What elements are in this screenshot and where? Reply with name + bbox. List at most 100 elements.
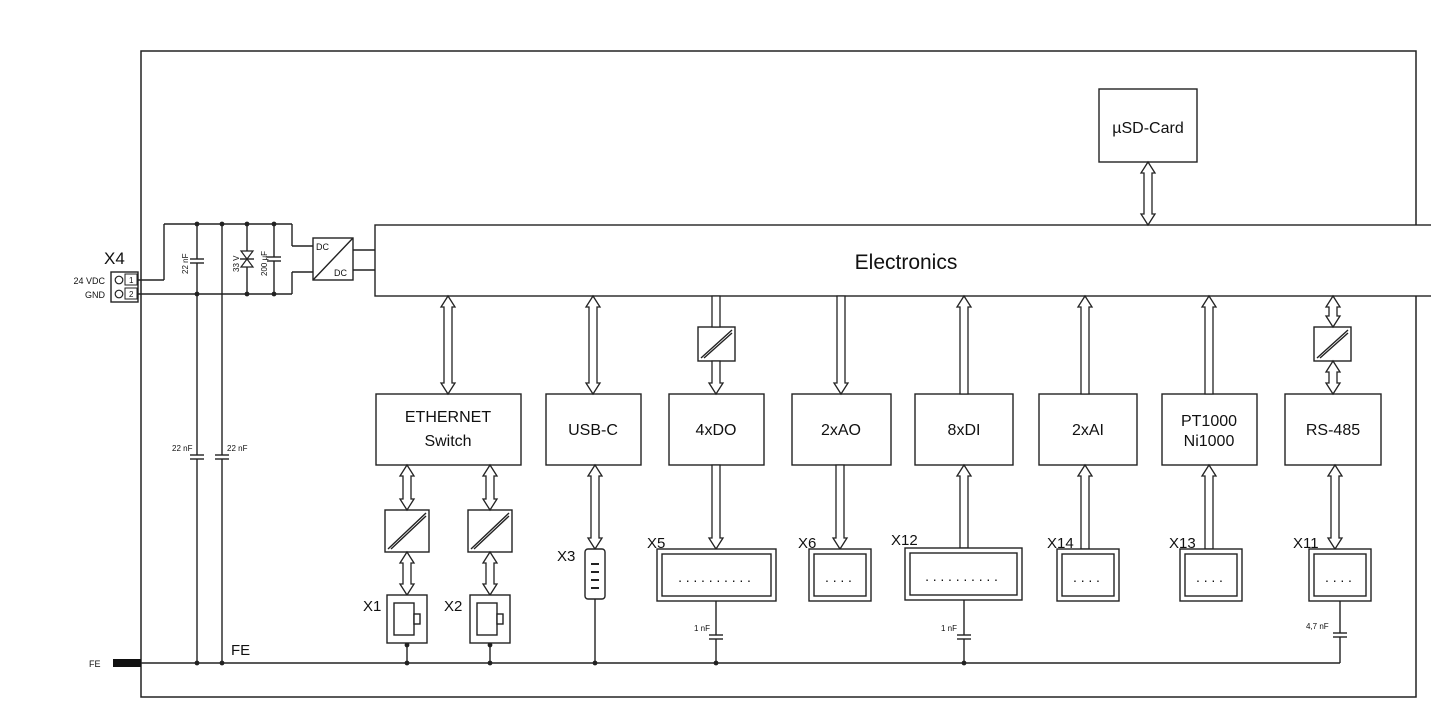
x12-label: X12 xyxy=(891,532,918,549)
isolator-rs485 xyxy=(1313,326,1352,362)
x5-label: X5 xyxy=(647,535,665,552)
tvs-diode-upper xyxy=(239,250,255,260)
ethernet-label-line2: Switch xyxy=(424,433,471,450)
x4-pin-1-signal: 24 VDC xyxy=(73,276,105,286)
isolator-x2 xyxy=(467,509,513,553)
connector-x14: X14 ···· xyxy=(1047,535,1120,602)
connector-x1: X1 xyxy=(363,594,428,663)
connector-x4: X4 1 2 24 VDC GND xyxy=(73,249,139,303)
x13-pins: ···· xyxy=(1196,572,1227,588)
arrow-electronics-do-isolator xyxy=(711,295,721,328)
input-filter: 22 nF 33 V 200 µF 22 nF 22 nF xyxy=(138,221,313,663)
do-label: 4xDO xyxy=(696,422,737,439)
x6-pins: ···· xyxy=(825,572,856,588)
x6-label: X6 xyxy=(798,535,816,552)
arrow-rs485-isolator-rs485 xyxy=(1324,359,1342,396)
module-2xao: 2xAO xyxy=(791,393,892,466)
fe-inner-label: FE xyxy=(231,642,250,659)
ao-label: 2xAO xyxy=(821,422,861,439)
x11-capacitor-label: 4,7 nF xyxy=(1306,622,1329,631)
arrow-electronics-ao xyxy=(832,295,850,396)
electronics-label: Electronics xyxy=(855,251,958,274)
di-label: 8xDI xyxy=(948,422,981,439)
sd-card-block: µSD-Card xyxy=(1098,88,1198,163)
isolator-do xyxy=(697,326,736,362)
x11-label: X11 xyxy=(1293,535,1319,552)
x14-pins: ···· xyxy=(1073,572,1104,588)
fe-outer-label: FE xyxy=(89,659,101,669)
usb-label: USB-C xyxy=(568,422,618,439)
fe-cap-2-label: 22 nF xyxy=(227,444,248,453)
module-ethernet-switch: ETHERNET Switch xyxy=(375,393,522,466)
filter-cap-1-label: 22 nF xyxy=(181,253,190,274)
arrow-electronics-usb xyxy=(584,294,602,396)
arrow-x14-ai xyxy=(1076,463,1094,550)
dcdc-converter: DC DC xyxy=(312,237,375,281)
signal-arrows xyxy=(398,160,1344,597)
arrow-do-x5 xyxy=(707,464,725,551)
isolator-x1 xyxy=(384,509,430,553)
x3-label: X3 xyxy=(557,548,575,565)
fe-bus: FE FE xyxy=(89,642,1340,669)
pt-label-line2: Ni1000 xyxy=(1184,433,1235,450)
x4-pin-1-number: 1 xyxy=(129,276,134,285)
x5-capacitor-label: 1 nF xyxy=(694,624,710,633)
x11-pins: ···· xyxy=(1325,572,1356,588)
fe-terminal xyxy=(113,659,141,667)
arrow-ao-x6 xyxy=(831,464,849,551)
dcdc-output-label: DC xyxy=(334,268,347,278)
arrow-sd-electronics xyxy=(1139,160,1157,227)
x4-pin-2-screw xyxy=(114,289,124,299)
connector-x2: X2 xyxy=(444,594,511,663)
arrow-x13-pt xyxy=(1200,463,1218,550)
arrow-ethernet-isolator-x1 xyxy=(398,463,416,512)
x1-label: X1 xyxy=(363,598,381,615)
arrow-usb-x3 xyxy=(586,463,604,551)
x14-label: X14 xyxy=(1047,535,1074,552)
tvs-diode-label: 33 V xyxy=(232,255,241,272)
electronics-block: Electronics xyxy=(374,224,1431,297)
x4-pin-1-screw xyxy=(114,275,124,285)
arrow-ethernet-isolator-x2 xyxy=(481,463,499,512)
tvs-diode-lower xyxy=(239,258,255,268)
module-rs485: RS-485 xyxy=(1284,393,1382,466)
rs485-label: RS-485 xyxy=(1306,422,1360,439)
arrow-electronics-rs485-isolator xyxy=(1324,294,1342,329)
sd-card-label: µSD-Card xyxy=(1112,120,1183,137)
filter-cap-2-label: 200 µF xyxy=(260,251,269,276)
connector-x5: X5 ·········· 1 nF xyxy=(647,535,777,663)
connector-x3: X3 xyxy=(557,548,606,663)
arrow-x12-di xyxy=(955,463,973,549)
pt-label-line1: PT1000 xyxy=(1181,413,1237,430)
arrow-di-electronics xyxy=(955,294,973,395)
connector-x13: X13 ···· xyxy=(1169,535,1243,602)
module-4xdo: 4xDO xyxy=(668,393,765,466)
arrow-ai-electronics xyxy=(1076,294,1094,395)
fe-cap-1-label: 22 nF xyxy=(172,444,193,453)
x13-label: X13 xyxy=(1169,535,1196,552)
arrow-rs485-x11 xyxy=(1326,463,1344,551)
dcdc-input-label: DC xyxy=(316,242,329,252)
x4-pin-1-box xyxy=(124,273,138,286)
connector-x6: X6 ···· xyxy=(798,535,872,602)
arrow-isolator-x2-port xyxy=(481,550,499,597)
x4-pin-2-box xyxy=(124,287,138,300)
connector-x12: X12 ·········· 1 nF xyxy=(891,532,1023,663)
ethernet-label-line1: ETHERNET xyxy=(405,409,491,426)
module-usb-c: USB-C xyxy=(545,393,642,466)
arrow-electronics-ethernet xyxy=(439,294,457,396)
x12-pins: ·········· xyxy=(925,571,1002,587)
x5-pins: ·········· xyxy=(678,572,755,588)
x2-label: X2 xyxy=(444,598,462,615)
x4-label: X4 xyxy=(104,249,125,268)
ai-label: 2xAI xyxy=(1072,422,1104,439)
x4-pin-2-signal: GND xyxy=(85,290,106,300)
x12-capacitor-label: 1 nF xyxy=(941,624,957,633)
arrow-do-isolator-do xyxy=(707,360,725,396)
arrow-pt-electronics xyxy=(1200,294,1218,395)
connector-x11: X11 ···· 4,7 nF xyxy=(1293,535,1372,663)
module-2xai: 2xAI xyxy=(1038,393,1138,466)
arrow-isolator-x1-port xyxy=(398,550,416,597)
x4-pin-2-number: 2 xyxy=(129,290,134,299)
